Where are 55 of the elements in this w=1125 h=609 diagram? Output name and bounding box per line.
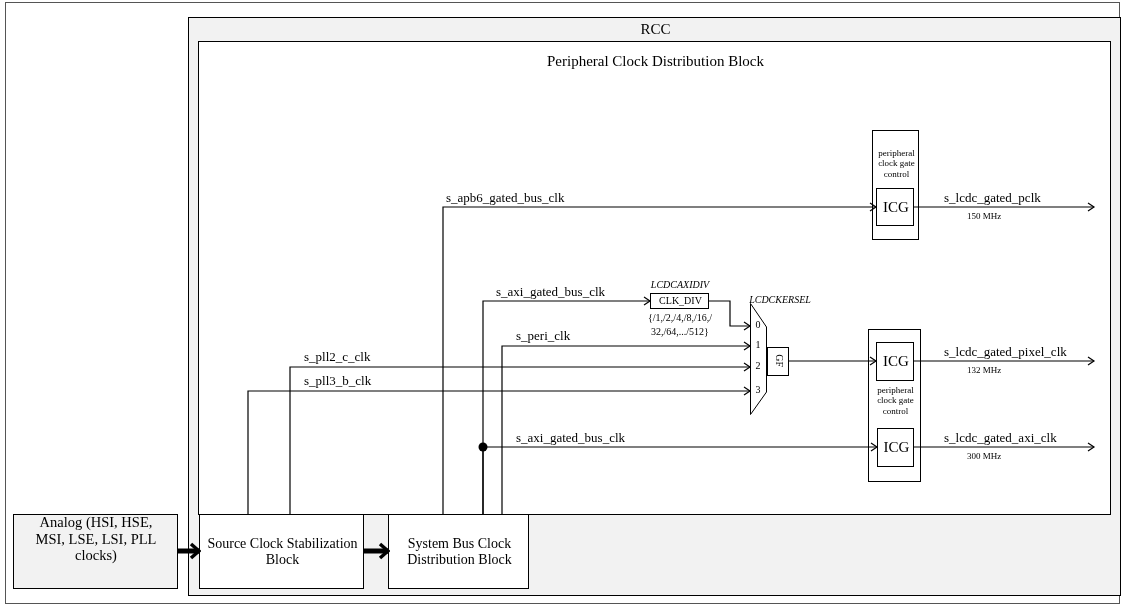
block-title: Peripheral Clock Distribution Block bbox=[545, 53, 766, 71]
block-label: ICG bbox=[882, 353, 910, 371]
signal-arrow bbox=[442, 202, 877, 515]
mux-input-number: 2 bbox=[754, 360, 762, 372]
edge-label: s_lcdc_gated_pclk bbox=[944, 191, 1041, 205]
block-label: ICG bbox=[882, 439, 911, 457]
thick-arrow bbox=[178, 542, 201, 560]
edge-label: s_lcdc_gated_axi_clk bbox=[944, 431, 1057, 445]
signal-arrow bbox=[501, 341, 751, 515]
block-label: GF bbox=[773, 353, 785, 370]
block-label: Analog (HSI, HSE, MSI, LSE, LSI, PLL clocks) bbox=[34, 514, 158, 564]
peripheral-clock-block bbox=[198, 41, 1111, 515]
block-title: RCC bbox=[639, 21, 672, 39]
frequency-label: 150 MHz bbox=[967, 211, 1002, 222]
mux-input-number: 0 bbox=[754, 319, 762, 331]
mux-select-label: LCDCKERSEL bbox=[748, 293, 812, 307]
frequency-label: 300 MHz bbox=[967, 451, 1002, 462]
clock-gate-control-box bbox=[868, 329, 921, 482]
signal-arrow bbox=[913, 202, 1095, 212]
edge-label: s_axi_gated_bus_clk bbox=[496, 285, 606, 299]
block-label: CLK_DIV bbox=[658, 295, 703, 307]
mux-input-number: 1 bbox=[754, 339, 762, 351]
glitch-free-box bbox=[767, 347, 789, 376]
icg-box bbox=[877, 428, 914, 467]
edge-label: s_pll2_c_clk bbox=[304, 350, 371, 364]
edge-label: s_apb6_gated_bus_clk bbox=[446, 191, 565, 205]
rcc-block bbox=[188, 17, 1121, 596]
edge-label: s_peri_clk bbox=[516, 329, 571, 343]
edge-label: s_pll3_b_clk bbox=[304, 374, 372, 388]
block-label: ICG bbox=[882, 199, 910, 217]
icg-box bbox=[876, 188, 914, 226]
thick-arrow bbox=[364, 542, 390, 560]
block-label: Source Clock Stabilization Block bbox=[206, 536, 359, 569]
system-bus-clock-box bbox=[388, 514, 529, 589]
block-label: System Bus Clock Distribution Block bbox=[406, 536, 513, 569]
multiplexer bbox=[750, 303, 767, 415]
signal-arrow bbox=[247, 386, 751, 515]
signal-arrow bbox=[289, 362, 751, 515]
block-label: peripheral clock gate control bbox=[877, 148, 916, 180]
signal-arrow bbox=[788, 356, 877, 366]
divider-register-label: LCDCAXIDIV bbox=[649, 278, 711, 292]
mux-input-number: 3 bbox=[754, 384, 762, 396]
source-clock-box bbox=[199, 514, 364, 589]
icg-box bbox=[876, 342, 914, 381]
frequency-label: 132 MHz bbox=[967, 365, 1002, 376]
divider-values: {/1,/2,/4,/8,/16,/ 32,/64,.../512} bbox=[647, 311, 713, 339]
block-label: peripheral clock gate control bbox=[876, 385, 915, 417]
clock-gate-control-box bbox=[872, 130, 919, 240]
edge-label: s_lcdc_gated_pixel_clk bbox=[944, 345, 1067, 359]
signal-arrow bbox=[913, 356, 1095, 366]
signal-arrow bbox=[913, 442, 1095, 452]
edge-label: s_axi_gated_bus_clk bbox=[516, 431, 626, 445]
signal-arrow bbox=[708, 300, 751, 331]
signal-arrow bbox=[482, 442, 878, 515]
analog-clock-box bbox=[13, 514, 178, 589]
